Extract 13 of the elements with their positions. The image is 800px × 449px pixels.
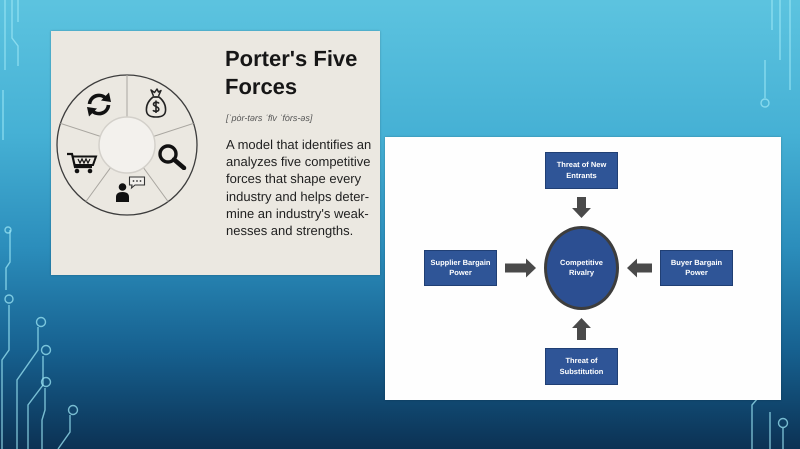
- force-box: [545, 152, 618, 189]
- block-arrow: [572, 197, 591, 218]
- card-title: Porter's Five Forces: [225, 45, 358, 101]
- force-box: [424, 250, 497, 286]
- block-arrow: [572, 318, 591, 340]
- definition-card: [51, 31, 380, 275]
- block-arrow: [627, 258, 652, 278]
- force-box: [545, 348, 618, 385]
- definition-text: A model that identifies an analyzes five competitive forces that shape every industry and helps deter- mine an industry's weak- nesses and strengths.: [226, 136, 372, 240]
- pronunciation-text: [ˈpȯr-tərs ˈfīv ˈfȯrs-əs]: [226, 113, 314, 124]
- force-box: [660, 250, 733, 286]
- block-arrow: [505, 258, 536, 278]
- diagram-panel: [385, 137, 781, 400]
